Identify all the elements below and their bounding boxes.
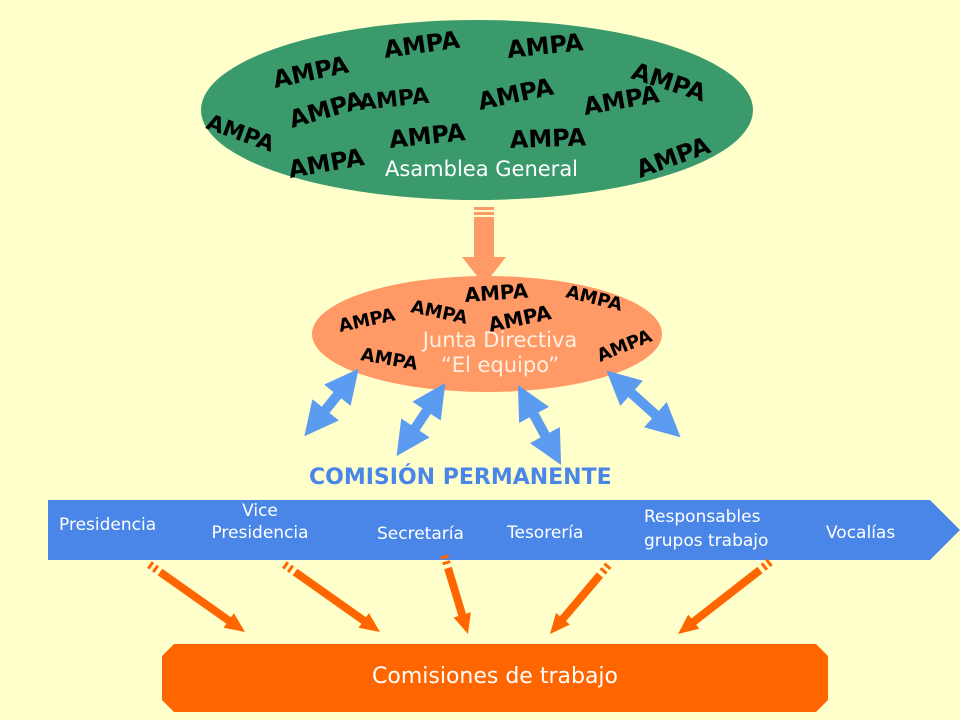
orange-arrow-tail-stripe: [440, 554, 449, 560]
role-responsables-line2: grupos trabajo: [644, 531, 769, 551]
connector-1: [304, 368, 359, 437]
comisiones-de-trabajo-label: Comisiones de trabajo: [372, 664, 618, 689]
junta-directiva-label: Junta Directiva “El equipo”: [380, 328, 620, 378]
chevron-5: [618, 500, 816, 560]
connector-2: [396, 382, 446, 457]
role-responsables-line1: Responsables: [644, 507, 761, 527]
chevron-2: [160, 500, 346, 560]
junta-line-2: “El equipo”: [440, 353, 560, 377]
role-vicepresidencia: Vice Presidencia: [203, 500, 317, 544]
orange-arrow-tail-stripe: [442, 560, 451, 566]
orange-arrow-tail-stripe: [147, 561, 155, 570]
role-vocalias: Vocalías: [826, 523, 896, 543]
junta-line-1: Junta Directiva: [422, 328, 578, 352]
asamblea-general-node: [201, 20, 753, 200]
orange-arrow: [550, 572, 604, 634]
comision-permanente-heading: COMISIÓN PERMANENTE: [309, 465, 612, 490]
asamblea-general-label: Asamblea General: [385, 157, 579, 181]
chevron-1: [48, 500, 196, 560]
orange-arrow-tail-stripe: [282, 561, 290, 570]
orange-arrow-tail-stripe: [765, 558, 773, 567]
role-tesoreria: Tesorería: [507, 523, 584, 543]
role-vice-line2: Presidencia: [211, 523, 309, 543]
role-responsables: Responsables grupos trabajo: [644, 505, 768, 553]
blue-connectors: [304, 368, 681, 465]
down-arrow: [462, 207, 506, 285]
role-presidencia: Presidencia: [59, 515, 157, 535]
orange-arrow-tail-stripe: [599, 567, 608, 575]
orange-arrow: [678, 566, 763, 634]
comisiones-de-trabajo-node: [162, 644, 828, 712]
orange-arrows: [147, 554, 773, 634]
chevron-6: [780, 500, 960, 560]
ampa-scribble: AMPA: [464, 279, 530, 307]
chevron-bar: [48, 500, 960, 560]
orange-arrow: [157, 568, 245, 632]
orange-arrow-tail-stripe: [152, 564, 159, 573]
chevron-3: [310, 500, 504, 560]
role-secretaria: Secretaría: [377, 524, 464, 544]
orange-arrow: [444, 566, 471, 634]
connector-3: [517, 385, 562, 465]
role-vice-line1: Vice: [242, 501, 278, 521]
orange-arrow-tail-stripe: [287, 564, 294, 573]
ampa-scribble: AMPA: [509, 123, 587, 154]
orange-arrow: [292, 568, 380, 632]
orange-arrow-tail-stripe: [760, 562, 768, 571]
orange-arrow-tail-stripe: [603, 562, 612, 570]
chevron-4: [468, 500, 654, 560]
junta-directiva-node: [312, 276, 662, 392]
connector-4: [606, 370, 681, 438]
